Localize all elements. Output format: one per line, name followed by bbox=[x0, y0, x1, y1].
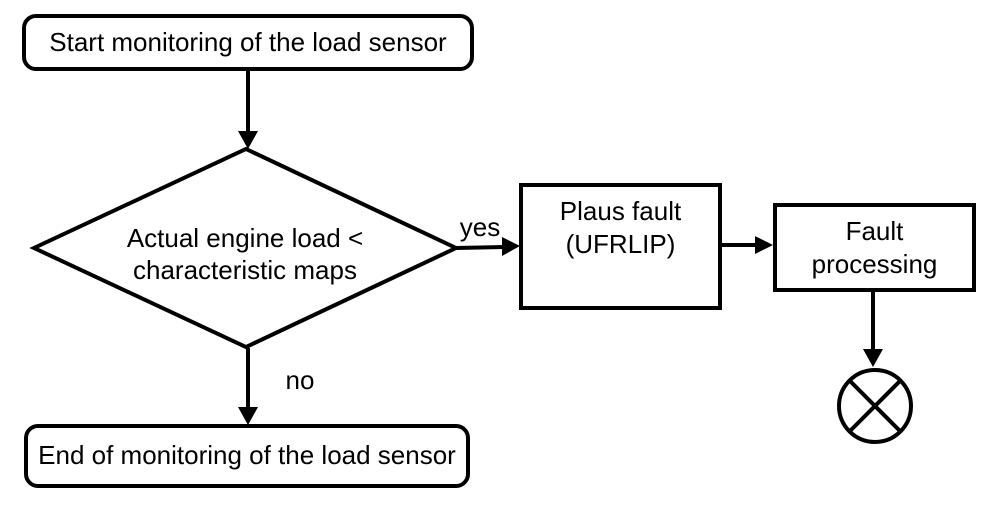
fault-processing-label-line1: Fault bbox=[845, 215, 904, 246]
arrow-decision-to-plaus bbox=[455, 237, 520, 256]
crossed-circle-icon bbox=[837, 368, 913, 444]
fault-processing-node: Fault processing bbox=[773, 203, 976, 292]
decision-label-line1: Actual engine load < bbox=[126, 223, 364, 253]
edge-label-no: no bbox=[285, 365, 315, 395]
fault-processing-label: Fault processing bbox=[812, 215, 938, 281]
decision-label: Actual engine load < characteristic maps bbox=[95, 222, 395, 286]
arrow-decision-to-end bbox=[238, 348, 258, 425]
start-node-label: Start monitoring of the load sensor bbox=[49, 26, 447, 57]
decision-label-line2: characteristic maps bbox=[133, 255, 357, 285]
decision-diamond-shape bbox=[29, 146, 461, 350]
arrow-plaus-to-fault bbox=[722, 236, 773, 254]
plaus-fault-label: Plaus fault (UFRLIP) bbox=[560, 187, 681, 261]
end-node-label: End of monitoring of the load sensor bbox=[38, 440, 456, 471]
start-node: Start monitoring of the load sensor bbox=[22, 14, 474, 71]
plaus-fault-label-line2: (UFRLIP) bbox=[565, 229, 676, 259]
arrow-fault-to-terminator bbox=[863, 292, 883, 367]
edge-label-yes: yes bbox=[459, 212, 501, 242]
fault-processing-label-line2: processing bbox=[811, 248, 938, 279]
plaus-fault-node: Plaus fault (UFRLIP) bbox=[519, 183, 722, 310]
plaus-fault-label-line1: Plaus fault bbox=[559, 196, 682, 226]
arrow-start-to-decision bbox=[238, 71, 258, 149]
end-node: End of monitoring of the load sensor bbox=[24, 424, 470, 488]
